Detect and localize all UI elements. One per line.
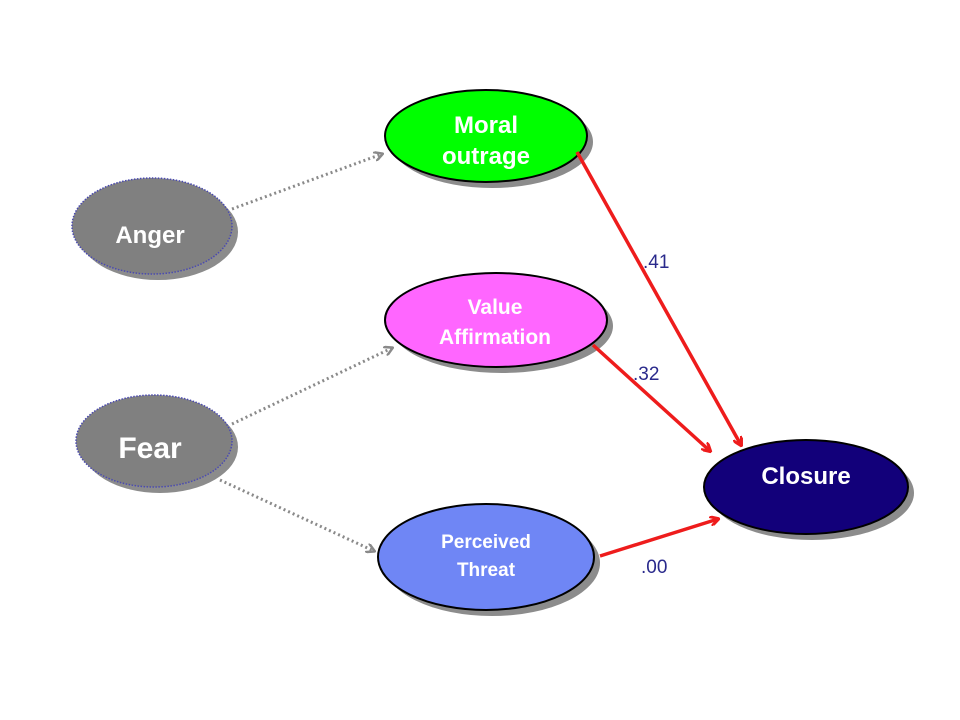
perceived-threat-label-line2: Threat — [457, 560, 516, 581]
moral-outrage-label-line1: Moral — [454, 112, 518, 139]
fear-label: Fear — [118, 432, 182, 465]
perceived-threat-label-line1: Perceived — [441, 532, 531, 553]
coefficient-value-affirmation: .32 — [633, 364, 659, 385]
value-affirmation-label-line2: Affirmation — [439, 326, 551, 349]
value-affirmation-node: Value Affirmation — [384, 272, 613, 373]
moral-outrage-node: Moral outrage — [384, 89, 593, 188]
fear-to-value-affirmation-arrow — [231, 348, 392, 426]
moral-outrage-to-closure-arrow — [575, 151, 741, 445]
moral-outrage-label-line2: outrage — [442, 143, 530, 170]
anger-node: Anger — [71, 177, 238, 280]
coefficient-moral-outrage: .41 — [643, 252, 669, 273]
perceived-threat-node: Perceived Threat — [377, 503, 600, 616]
coefficient-perceived-threat: .00 — [641, 557, 667, 578]
anger-to-moral-outrage-arrow — [231, 154, 382, 211]
fear-node: Fear — [75, 394, 238, 493]
closure-label: Closure — [761, 463, 850, 490]
value-affirmation-label-line1: Value — [468, 296, 523, 319]
perceived-threat-to-closure-arrow — [599, 519, 718, 558]
value-affirmation-to-closure-arrow — [591, 343, 710, 451]
closure-node: Closure — [703, 439, 914, 540]
fear-to-perceived-threat-arrow — [219, 478, 374, 551]
anger-label: Anger — [115, 222, 184, 249]
